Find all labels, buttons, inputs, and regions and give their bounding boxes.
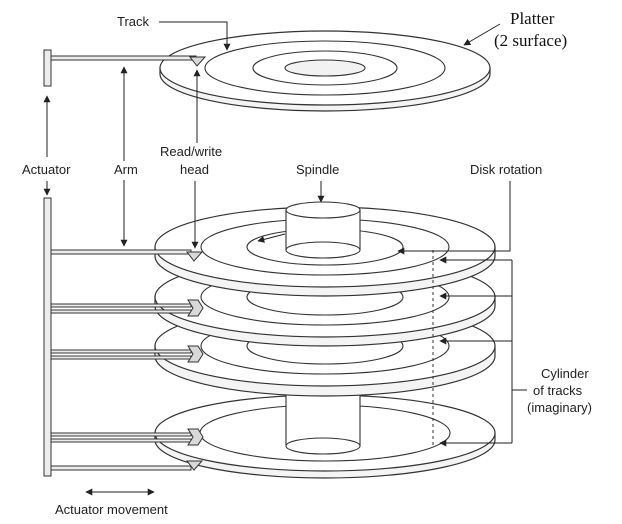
arm-2b bbox=[50, 309, 192, 314]
arm-5 bbox=[50, 465, 192, 471]
label-spindle: Spindle bbox=[296, 162, 339, 177]
read-write-head-1 bbox=[185, 251, 204, 262]
read-write-head-2 bbox=[187, 299, 204, 317]
label-rw-head-2: head bbox=[180, 162, 209, 177]
lower-spindle bbox=[285, 389, 361, 447]
label-track: Track bbox=[117, 14, 150, 29]
label-rw-head-1: Read/write bbox=[160, 144, 222, 159]
read-write-head-5 bbox=[185, 460, 204, 471]
read-write-head-4 bbox=[187, 428, 204, 446]
arm-4b bbox=[50, 438, 192, 443]
label-disk-rotation: Disk rotation bbox=[470, 162, 542, 177]
arm-4a bbox=[50, 432, 192, 437]
top-actuator-post bbox=[43, 49, 52, 87]
top-read-write-head bbox=[188, 56, 207, 67]
arm-3a bbox=[50, 349, 192, 354]
arm-1 bbox=[50, 249, 192, 255]
label-arm: Arm bbox=[114, 162, 138, 177]
read-write-head-3 bbox=[187, 345, 204, 363]
label-cylinder-2: of tracks bbox=[533, 383, 583, 398]
label-cylinder-1: Cylinder bbox=[541, 366, 589, 381]
spindle bbox=[285, 201, 361, 259]
label-platter-sub: (2 surface) bbox=[494, 31, 567, 50]
arm-2a bbox=[50, 303, 192, 308]
label-cylinder-3: (imaginary) bbox=[527, 400, 592, 415]
label-actuator: Actuator bbox=[22, 162, 71, 177]
label-platter: Platter bbox=[510, 9, 555, 28]
lower-actuator-post bbox=[43, 197, 52, 477]
top-arm bbox=[50, 55, 197, 61]
platter-4 bbox=[154, 394, 496, 479]
rotation-arrow bbox=[257, 233, 286, 243]
label-actuator-movement: Actuator movement bbox=[55, 502, 168, 517]
top-platter bbox=[159, 30, 491, 112]
arm-3b bbox=[50, 355, 192, 360]
